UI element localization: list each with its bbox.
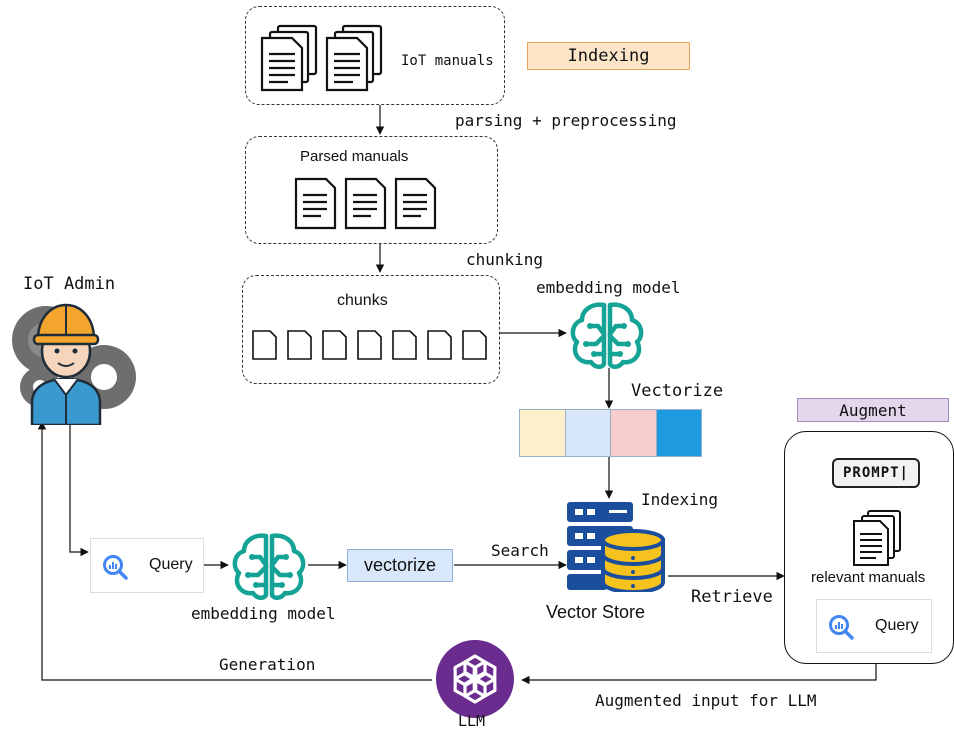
augmented-input-label: Augmented input for LLM (595, 691, 817, 710)
generation-label: Generation (219, 655, 316, 674)
vector-store-label: Vector Store (546, 602, 646, 622)
augment-tag: Augment (797, 398, 949, 422)
search-label: Search (491, 541, 549, 560)
vector-cell-2 (565, 410, 611, 456)
embedding-model-top-label: embedding model (536, 278, 681, 297)
chunks-box (242, 275, 500, 384)
search-icon (103, 555, 128, 580)
chunk-icons (252, 330, 487, 360)
prompt-label: PROMPT| (842, 465, 909, 481)
relevant-manuals-icon (853, 510, 901, 566)
chunks-label: chunks (337, 292, 388, 309)
vectorize-box: vectorize (347, 549, 453, 582)
query-card-left[interactable]: Query (90, 538, 204, 593)
query-label-left: Query (149, 556, 193, 573)
query-card-right[interactable]: Query (816, 599, 932, 653)
iot-manuals-box (245, 6, 505, 105)
neural-network-icon-bottom (232, 533, 306, 600)
neural-network-icon-top (570, 302, 644, 369)
llm-icon (436, 640, 514, 718)
openai-knot-icon (453, 654, 497, 704)
parsing-label: parsing + preprocessing (455, 111, 677, 130)
indexing-label: Indexing (641, 490, 719, 509)
vectorize-label: Vectorize (631, 381, 724, 401)
iot-manuals-label: IoT manuals (401, 53, 494, 69)
vector-store-icon (567, 502, 665, 592)
relevant-manuals-label: relevant manuals (811, 569, 926, 586)
vectorize-box-label: vectorize (363, 555, 437, 575)
vector-cell-1 (520, 410, 566, 456)
arrow-augmented-input (521, 664, 877, 685)
vector-embedding (519, 409, 702, 457)
augment-tag-label: Augment (839, 400, 907, 420)
search-icon (829, 615, 854, 640)
query-label-right: Query (875, 617, 919, 634)
indexing-tag: Indexing (527, 42, 690, 70)
parsed-manuals-label: Parsed manuals (300, 148, 409, 165)
embedding-model-bottom-label: embedding model (191, 604, 336, 623)
chunking-label: chunking (466, 250, 544, 269)
parsed-manuals-box (245, 136, 498, 244)
parsed-document-icons (294, 177, 437, 230)
vector-cell-4 (656, 410, 701, 456)
arrow-generation (37, 421, 432, 681)
prompt-icon: PROMPT| (832, 458, 920, 488)
document-stack-icon (260, 24, 383, 92)
iot-admin-label: IoT Admin (23, 274, 116, 294)
indexing-tag-label: Indexing (567, 46, 650, 66)
llm-label: LLM (458, 712, 486, 730)
retrieve-label: Retrieve (691, 587, 773, 607)
arrow-admin-to-query (69, 425, 89, 557)
vector-cell-3 (611, 410, 657, 456)
iot-admin-avatar (12, 303, 136, 425)
